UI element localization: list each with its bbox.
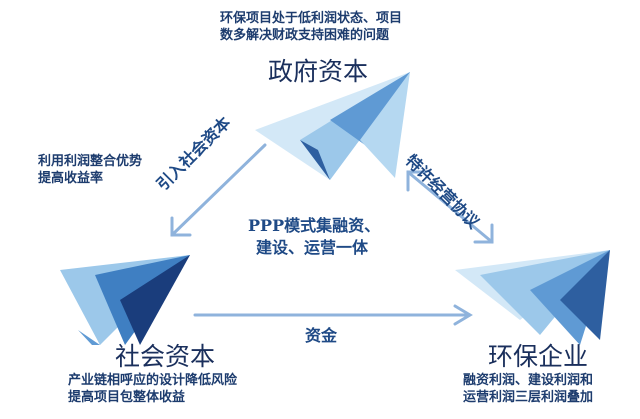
note-line: 运营利润三层利润叠加 — [463, 390, 594, 405]
government-note: 环保项目处于低利润状态、项目 数多解决财政支持困难的问题 — [220, 10, 402, 44]
note-line: 利用利润整合优势 — [38, 154, 143, 169]
government-plane-icon — [255, 72, 410, 180]
arrow-right — [406, 170, 494, 244]
note-line: 数多解决财政支持困难的问题 — [220, 28, 390, 43]
note-line: 提高项目包整体收益 — [68, 390, 186, 405]
government-title: 政府资本 — [268, 57, 369, 86]
note-line: 融资利润、建设利润和 — [463, 373, 594, 388]
arrow-label-bottom: 资金 — [305, 326, 338, 345]
enterprise-title: 环保企业 — [488, 342, 589, 371]
enterprise-plane-icon — [455, 250, 610, 345]
note-line: 产业链相呼应的设计降低风险 — [68, 373, 238, 388]
arrow-left — [170, 143, 267, 237]
center-text: PPP模式集融资、 建设、运营一体 — [248, 215, 380, 259]
social-plane-icon — [60, 255, 190, 345]
enterprise-note: 融资利润、建设利润和 运营利润三层利润叠加 — [463, 372, 593, 406]
center-line: PPP模式集融资、 — [248, 216, 381, 235]
note-line: 环保项目处于低利润状态、项目 — [220, 11, 403, 26]
social-note: 产业链相呼应的设计降低风险 提高项目包整体收益 — [68, 372, 237, 406]
social-title: 社会资本 — [115, 342, 216, 371]
center-line: 建设、运营一体 — [256, 238, 369, 257]
left-note: 利用利润整合优势 提高收益率 — [38, 153, 142, 187]
note-line: 提高收益率 — [38, 171, 104, 186]
